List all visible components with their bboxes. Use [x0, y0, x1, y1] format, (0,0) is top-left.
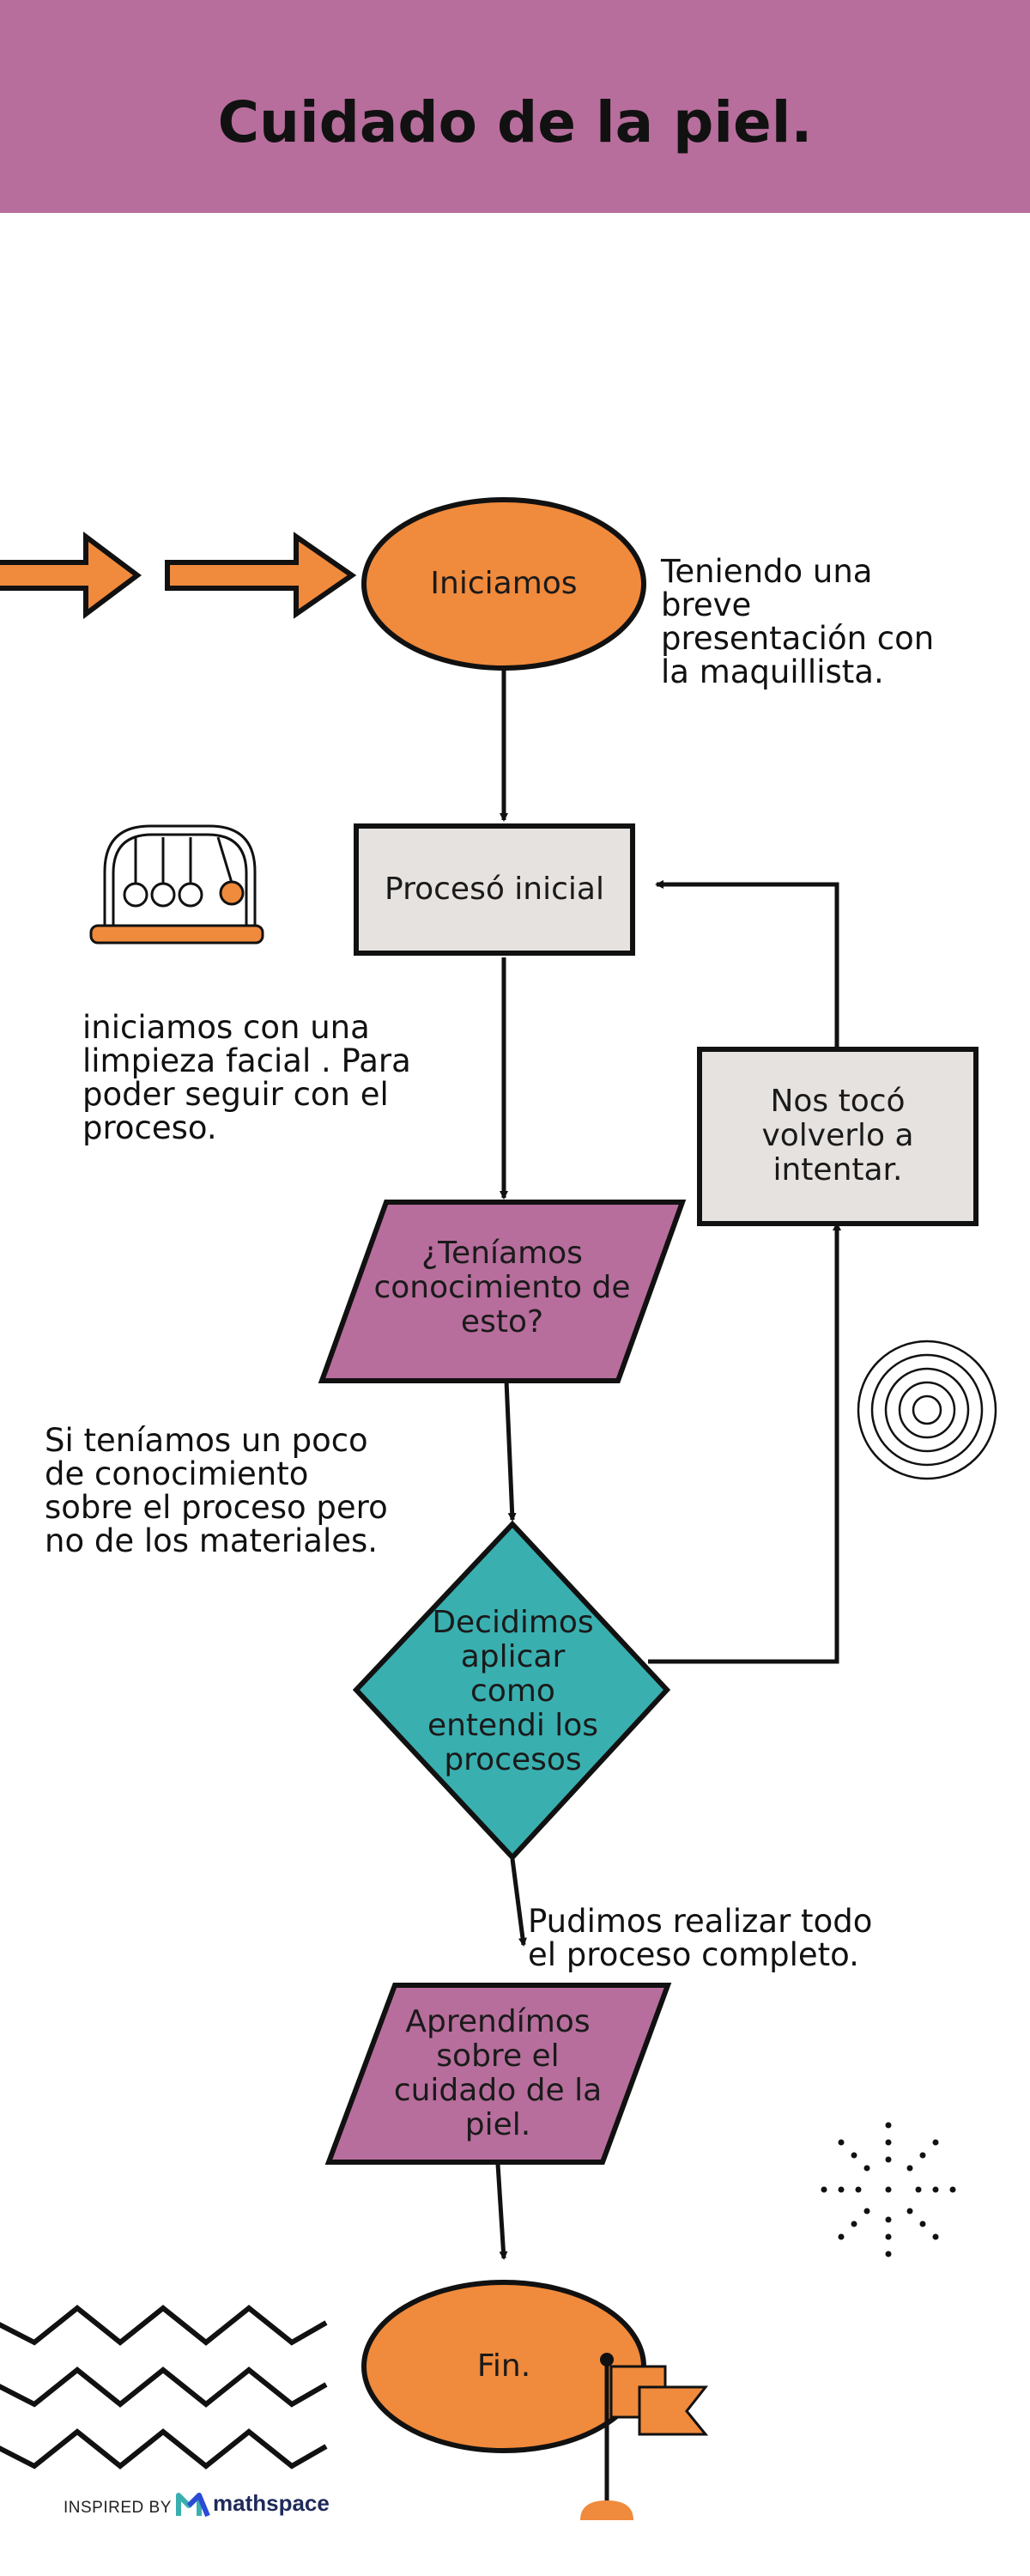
- flag-icon: [580, 2353, 709, 2520]
- connector-decision-learned: [510, 1858, 527, 1947]
- question-node-label: ¿Teníamos conocimiento de esto?: [373, 1236, 631, 1340]
- concentric-circles-icon: [857, 1340, 997, 1480]
- footer-brand-name[interactable]: mathspace: [213, 2490, 330, 2516]
- learned-node-label: Aprendímos sobre el cuidado de la piel.: [393, 2004, 603, 2142]
- newtons-cradle-icon: [89, 824, 264, 945]
- connectors: [495, 670, 841, 2260]
- connector-learned-end: [495, 2163, 508, 2260]
- zigzag-lines-icon: [0, 2305, 328, 2470]
- start-node-shape: [361, 497, 646, 671]
- start-note: Teniendo una breve presentación con la m…: [661, 553, 935, 690]
- connector-decision-retry: [648, 1222, 841, 1664]
- learned-node-shape: [324, 1983, 672, 2165]
- connector-retry-process: [655, 880, 839, 1048]
- sparkle-burst-icon: [821, 2122, 956, 2257]
- arrow-right-icon: [0, 532, 142, 619]
- decision-node-label: Decidimos aplicar como entendi los proce…: [427, 1605, 599, 1777]
- arrow-right-icon: [165, 532, 357, 619]
- decision-note: Pudimos realizar todo el proceso complet…: [528, 1903, 873, 1973]
- question-note: Si teníamos un poco de conocimiento sobr…: [45, 1422, 388, 1559]
- start-node-label: Iniciamos: [430, 566, 578, 601]
- retry-node-label: Nos tocó volverlo a intentar.: [761, 1084, 914, 1188]
- process-node-shape: [354, 823, 635, 956]
- connector-question-decision: [504, 1380, 517, 1522]
- process-note: iniciamos con una limpieza facial . Para…: [82, 1009, 411, 1146]
- retry-node-shape: [697, 1047, 978, 1226]
- end-node-label: Fin.: [476, 2348, 531, 2384]
- decision-node-shape: [352, 1520, 671, 1862]
- mathspace-logo-icon: [176, 2493, 210, 2518]
- footer-inspired-by: INSPIRED BY: [64, 2499, 172, 2517]
- process-node-label: Procesó inicial: [385, 872, 604, 907]
- page-title: Cuidado de la piel.: [217, 89, 813, 155]
- question-node-shape: [318, 1200, 687, 1383]
- header-banner: [0, 0, 1030, 213]
